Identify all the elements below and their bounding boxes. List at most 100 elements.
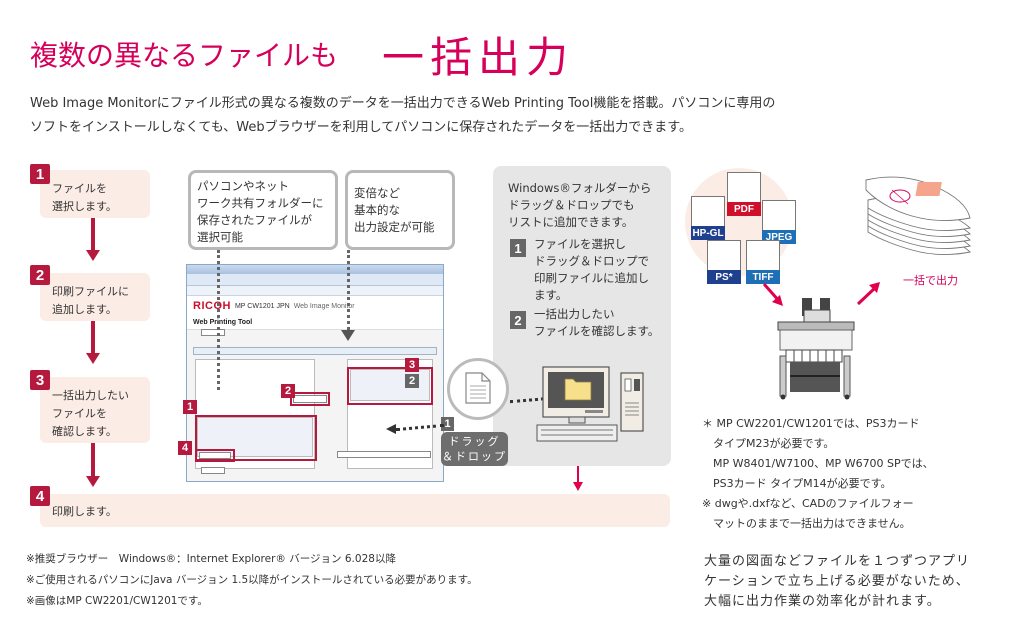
callout-text: 基本的な [354,203,400,217]
step-text: 印刷します。 [52,505,117,518]
note-line: マットのままで一括出力はできません。 [702,517,911,530]
footnote-line: ※推奨ブラウザー Windows®：Internet Explorer® バージ… [26,553,396,565]
marker-2-gray: 2 [405,374,419,388]
callout-text: 選択可能 [197,230,243,244]
drag-drop-intro: Windows®フォルダーから ドラッグ＆ドロップでも リストに追加できます。 [508,180,651,231]
drag-badge-number: 1 [441,417,454,431]
intro-text: ドラッグ＆ドロップでも [508,198,635,212]
badge-text: ＆ドロップ [442,450,507,463]
print-button[interactable] [199,452,231,459]
step-number-2: 2 [30,265,50,285]
flow-line [91,321,95,355]
print-list-highlight [347,367,433,405]
summary-line: ケーションで立ち上げる必要がないため、 [704,574,970,589]
drag-path-arrow-icon [386,424,396,434]
tiff-file-icon: TIFF [746,240,780,284]
panel-step-text: 一括出力したい [534,307,615,321]
note-line: ＊ MP CW2201/CW1201では、PS3カード [702,417,920,430]
note-line: MP W8401/W7100、MP W6700 SPでは、 [702,457,934,470]
product-name: Web Image Monitor [293,302,355,310]
jpeg-file-icon: JPEG [762,200,796,244]
back-button-bottom[interactable] [201,467,225,474]
document-icon [465,372,491,404]
badge-text: ドラッグ [448,435,501,448]
marker-2: 2 [281,384,295,398]
callout-output-settings: 変倍など 基本的な 出力設定が可能 [345,170,455,250]
file-type-label: HP-GL [691,226,725,240]
pdf-file-icon: PDF [727,172,761,216]
favorites-bar [187,286,443,296]
address-bar [187,274,443,286]
step-text: 一括出力したい [52,389,129,402]
output-stack-icon [865,176,971,255]
marker-4: 4 [178,441,192,455]
panel-step-text: ファイルを確認します。 [534,324,660,338]
callout-text: パソコンやネット [197,179,289,193]
lead-line: ソフトをインストールしなくても、Webブラウザーを利用してパソコンに保存されたデ… [30,120,692,135]
flow-arrow-icon [86,476,100,487]
page-title-emphasis: 一括出力 [382,33,575,82]
panel-step-text: ドラッグ＆ドロップで [534,254,649,268]
print-button-highlight [195,449,235,462]
save-button[interactable] [337,451,431,458]
add-button-highlight [290,392,330,406]
step-text: 追加します。 [52,303,117,316]
marker-3: 3 [405,358,419,372]
app-header: RICOH MP CW1201 JPN Web Image Monitor [187,296,443,316]
add-button[interactable] [293,395,327,403]
step-1-box: ファイルを 選択します。 [40,170,150,218]
flow-line [91,443,95,479]
tool-title: Web Printing Tool [187,316,443,330]
ricoh-logo: RICOH [193,300,231,312]
step-number-4: 4 [30,486,50,506]
marker-1: 1 [183,400,197,414]
step-4-box: 印刷します。 [40,494,670,527]
file-type-label: TIFF [746,270,780,284]
step-number-1: 1 [30,164,50,184]
flow-arrow-icon [86,250,100,261]
callout-connector [217,250,220,390]
footnote-line: ※画像はMP CW2201/CW1201です。 [26,595,208,607]
web-image-monitor-screenshot: RICOH MP CW1201 JPN Web Image Monitor We… [186,264,444,482]
summary-line: 大量の図面などファイルを１つずつアプリ [704,554,971,569]
intro-text: Windows®フォルダーから [508,181,652,195]
output-label: 一括で出力 [903,274,958,287]
computer-icon [536,366,644,442]
callout-text: 出力設定が可能 [354,220,435,234]
note-line: タイプM23が必要です。 [702,437,835,450]
panel-step-text: ます。 [534,288,568,302]
arrow-to-output-icon [856,282,880,306]
panel-step-2-number: 2 [510,311,526,329]
lead-text: Web Image Monitorにファイル形式の異なる複数のデータを一括出力で… [30,92,775,140]
lead-line: Web Image Monitorにファイル形式の異なる複数のデータを一括出力で… [30,96,776,111]
step-text: ファイルを [52,407,107,420]
note-line: PS3カード タイプM14が必要です。 [702,477,892,490]
file-type-label: PDF [727,202,761,216]
step-text: 確認します。 [52,425,117,438]
flow-line [91,218,95,252]
callout-text: 変倍など [354,186,400,200]
note-line: ※ dwgや.dxfなど、CADのファイルフォー [702,497,914,510]
arrow-to-printer-icon [762,283,783,306]
drag-drop-badge: ドラッグ ＆ドロップ [441,432,508,466]
panel-step-text: 印刷ファイルに追加し [534,271,649,285]
callout-connector [347,250,350,330]
back-button[interactable] [201,329,225,336]
settings-tabs [193,347,437,355]
connector-arrow-icon [341,330,355,341]
step-2-box: 印刷ファイルに 追加します。 [40,273,150,321]
printer-icon [777,298,855,400]
footnote-line: ※ご使用されるパソコンにJava バージョン 1.5以降がインストールされている… [26,574,478,586]
step-text: ファイルを [52,182,107,195]
model-name: MP CW1201 JPN [234,302,290,310]
summary-line: 大幅に出力作業の効率化が計れます。 [704,594,941,609]
ps-file-icon: PS* [707,240,741,284]
panel-step-2-text: 一括出力したい ファイルを確認します。 [534,306,659,340]
footnotes: ※推奨ブラウザー Windows®：Internet Explorer® バージ… [26,549,478,612]
model-notes: ＊ MP CW2201/CW1201では、PS3カード タイプM23が必要です。… [702,414,934,534]
summary-text: 大量の図面などファイルを１つずつアプリ ケーションで立ち上げる必要がないため、 … [704,552,970,612]
step-number-3: 3 [30,370,50,390]
panel-step-1-number: 1 [510,239,526,257]
file-list-highlight [195,415,317,461]
window-titlebar [187,265,443,274]
